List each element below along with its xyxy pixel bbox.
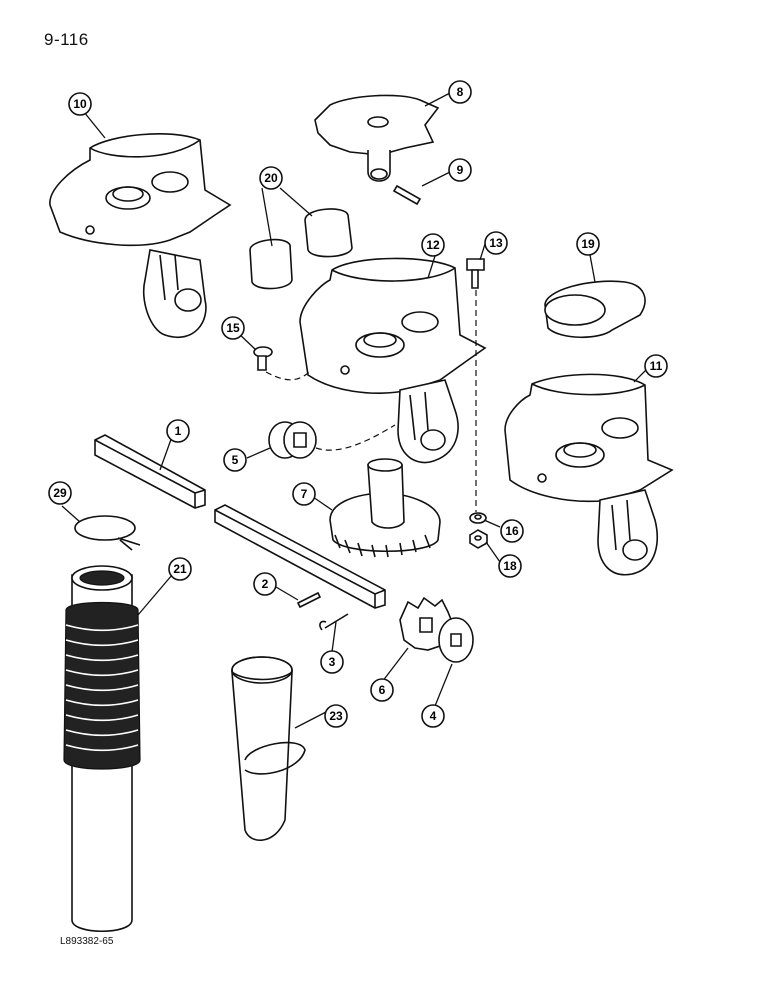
part-7-bevel-gear bbox=[329, 458, 441, 558]
svg-text:12: 12 bbox=[426, 238, 440, 252]
svg-text:4: 4 bbox=[430, 709, 437, 723]
callout-16: 16 bbox=[500, 519, 524, 543]
callout-6: 6 bbox=[370, 678, 394, 702]
callout-4: 4 bbox=[421, 704, 445, 728]
bushing-axis-line bbox=[315, 424, 396, 451]
svg-text:29: 29 bbox=[53, 486, 67, 500]
svg-text:13: 13 bbox=[489, 236, 503, 250]
callout-11: 11 bbox=[644, 354, 668, 378]
part-21-flex-hose bbox=[63, 565, 141, 933]
svg-text:15: 15 bbox=[226, 321, 240, 335]
callout-1: 1 bbox=[166, 419, 190, 443]
callout-15: 15 bbox=[221, 316, 245, 340]
callout-19: 19 bbox=[576, 232, 600, 256]
callout-23: 23 bbox=[324, 704, 348, 728]
part-3-cotter-pin bbox=[319, 613, 349, 631]
callout-29: 29 bbox=[48, 481, 72, 505]
part-16-washer bbox=[469, 512, 487, 524]
svg-text:19: 19 bbox=[581, 237, 595, 251]
part-9-pin bbox=[392, 184, 422, 206]
callout-8: 8 bbox=[448, 80, 472, 104]
part-10-housing bbox=[49, 133, 232, 338]
svg-text:21: 21 bbox=[173, 562, 187, 576]
part-11-housing bbox=[504, 373, 674, 576]
svg-text:20: 20 bbox=[264, 171, 278, 185]
figure-code: L893382-65 bbox=[60, 936, 114, 947]
svg-text:9: 9 bbox=[457, 163, 464, 177]
part-13-bolt bbox=[466, 258, 485, 289]
svg-text:11: 11 bbox=[650, 359, 663, 373]
callout-20: 20 bbox=[259, 166, 283, 190]
svg-text:2: 2 bbox=[262, 577, 269, 591]
callout-12: 12 bbox=[421, 233, 445, 257]
part-20-pads bbox=[249, 208, 353, 290]
callout-18: 18 bbox=[498, 554, 522, 578]
callout-10: 10 bbox=[68, 92, 92, 116]
leader-lines bbox=[61, 92, 647, 729]
svg-text:8: 8 bbox=[457, 85, 464, 99]
svg-text:3: 3 bbox=[329, 655, 336, 669]
part-15-screw bbox=[253, 346, 273, 371]
drive-shaft bbox=[214, 504, 386, 609]
svg-text:6: 6 bbox=[379, 683, 386, 697]
callout-21: 21 bbox=[168, 557, 192, 581]
callout-3: 3 bbox=[320, 650, 344, 674]
callout-7: 7 bbox=[292, 482, 316, 506]
part-2-pin bbox=[296, 591, 322, 609]
part-12-housing bbox=[299, 257, 487, 464]
svg-text:10: 10 bbox=[73, 97, 87, 111]
page-number: 9-116 bbox=[44, 30, 89, 49]
svg-text:1: 1 bbox=[175, 424, 182, 438]
svg-text:5: 5 bbox=[232, 453, 239, 467]
callout-9: 9 bbox=[448, 158, 472, 182]
screw-axis-line bbox=[265, 369, 313, 381]
svg-text:18: 18 bbox=[503, 559, 517, 573]
part-19-cap bbox=[544, 280, 646, 339]
part-1-square-shaft bbox=[94, 434, 206, 509]
svg-text:23: 23 bbox=[329, 709, 343, 723]
part-18-nut bbox=[469, 529, 488, 549]
callout-2: 2 bbox=[253, 572, 277, 596]
part-29-clip-ring bbox=[74, 515, 141, 551]
callout-13: 13 bbox=[484, 231, 508, 255]
svg-text:16: 16 bbox=[505, 524, 519, 538]
part-8-spinner-disc bbox=[314, 94, 440, 182]
callout-5: 5 bbox=[223, 448, 247, 472]
part-5-bushing bbox=[268, 421, 317, 459]
svg-text:7: 7 bbox=[301, 487, 308, 501]
part-4-washer bbox=[438, 617, 474, 663]
part-23-tube bbox=[231, 656, 306, 842]
